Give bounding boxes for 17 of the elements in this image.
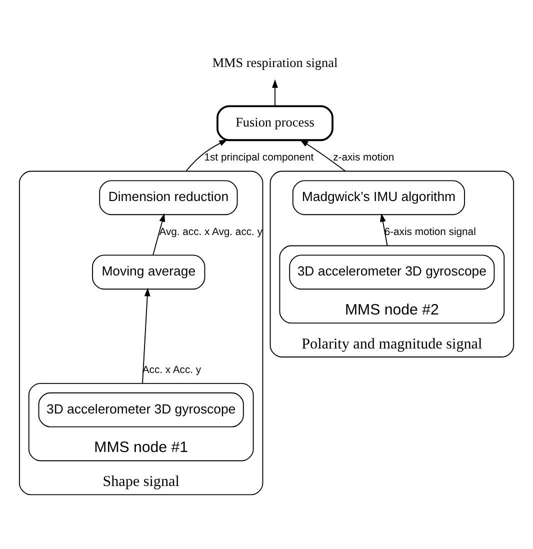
edge-label: Avg. acc. x Avg. acc. y bbox=[159, 227, 262, 238]
node-box: 3D accelerometer 3D gyroscope bbox=[38, 392, 244, 428]
node-box: Fusion process bbox=[216, 105, 334, 142]
node-box: 3D accelerometer 3D gyroscope bbox=[289, 254, 495, 290]
arrow bbox=[142, 288, 150, 384]
arrow bbox=[380, 213, 388, 246]
edge-label: z-axis motion bbox=[333, 152, 394, 164]
node-box: Moving average bbox=[92, 254, 206, 290]
edge-label: 1st principal component bbox=[204, 152, 314, 164]
arrow bbox=[185, 140, 228, 172]
node-box: Madgwick’s IMU algorithm bbox=[292, 180, 465, 216]
edge-label: 6-axis motion signal bbox=[384, 227, 476, 238]
arrow bbox=[152, 213, 166, 256]
arrow bbox=[300, 139, 346, 172]
node-text: MMS respiration signal bbox=[212, 55, 338, 70]
arrow bbox=[272, 79, 278, 106]
node-box: Dimension reduction bbox=[99, 180, 238, 216]
